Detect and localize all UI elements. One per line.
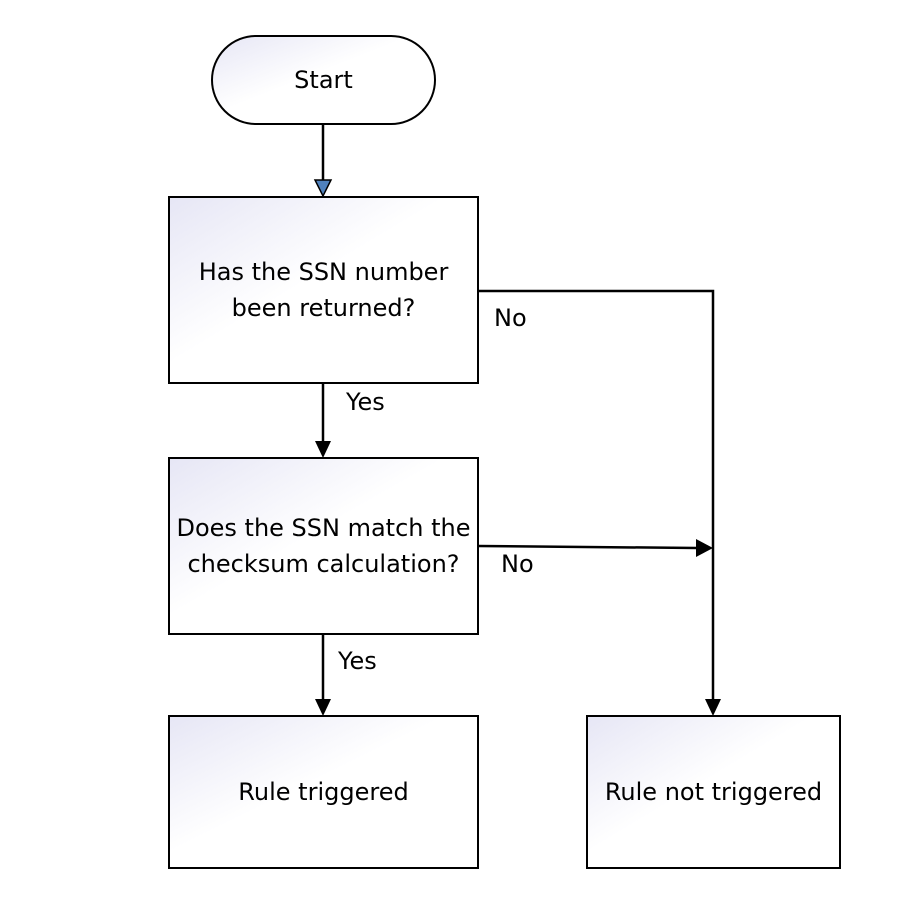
returned-no-label: No <box>494 304 527 332</box>
rule-not-triggered-box-shape <box>586 715 841 869</box>
rule-triggered-box-shape <box>168 715 479 869</box>
arrowhead-returned-yes <box>315 441 331 458</box>
connector-checksum-no <box>477 544 698 550</box>
checksum-no-label: No <box>501 550 534 578</box>
checksum-yes-label: Yes <box>338 647 377 675</box>
checksum-match-box-shape <box>168 457 479 635</box>
ssn-returned-box-shape <box>168 196 479 384</box>
arrowhead-checksum-yes <box>315 699 331 716</box>
rule-not-triggered-label: Rule not triggered <box>604 778 823 806</box>
start-label: Start <box>294 66 353 94</box>
arrowhead-start-to-returned <box>313 179 333 198</box>
arrowhead-checksum-no <box>696 539 713 557</box>
returned-yes-label: Yes <box>346 388 385 416</box>
ssn-returned-label: Has the SSN number been returned? <box>198 258 449 322</box>
arrowhead-to-rule-not-triggered <box>705 699 721 716</box>
checksum-match-label: Does the SSN match the checksum calculat… <box>176 514 471 578</box>
rule-triggered-label: Rule triggered <box>238 778 409 806</box>
connector-returned-no <box>478 289 715 700</box>
